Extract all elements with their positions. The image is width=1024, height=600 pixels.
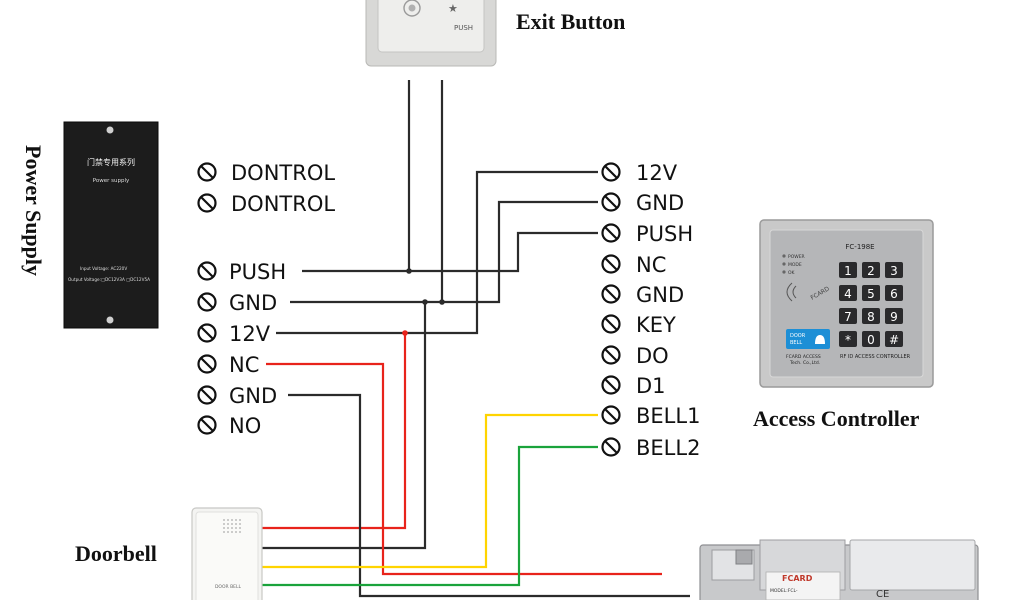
svg-text:DO: DO <box>636 344 669 368</box>
wire-bell1 <box>262 413 598 569</box>
svg-text:GND: GND <box>636 191 684 215</box>
terminal-ps-nc: NC <box>197 353 259 377</box>
ce-mark-icon: CE <box>876 589 889 600</box>
svg-text:NC: NC <box>636 253 666 277</box>
junction-dot <box>406 268 412 274</box>
led-ok-label: OK <box>788 270 796 276</box>
doorbell-heading: Doorbell <box>75 541 157 566</box>
svg-text:DONTROL: DONTROL <box>231 192 335 216</box>
junction-dot <box>422 299 428 305</box>
power-supply-output: Output Voltage:□DC12V3A □DC12V5A <box>68 277 150 282</box>
terminal-ac-key: KEY <box>601 313 676 337</box>
svg-text:GND: GND <box>229 291 277 315</box>
svg-text:★: ★ <box>448 2 458 15</box>
terminal-dontrol-2: DONTROL <box>197 192 335 216</box>
wire-gnd-branch <box>262 302 427 550</box>
terminal-dontrol-1: DONTROL <box>197 161 335 185</box>
svg-text:NC: NC <box>229 353 259 377</box>
svg-text:BELL1: BELL1 <box>636 404 700 428</box>
terminal-ps-gnd: GND <box>197 291 277 315</box>
doorbell-screen-label: BELL <box>790 340 802 346</box>
svg-text:5: 5 <box>867 287 875 301</box>
svg-text:KEY: KEY <box>636 313 676 337</box>
svg-text:BELL2: BELL2 <box>636 436 700 460</box>
svg-text:8: 8 <box>867 310 875 324</box>
wires <box>262 80 690 598</box>
keypad-model: FC-198E <box>845 243 874 251</box>
power-supply-chinese-label: 门禁专用系列 <box>87 157 135 167</box>
wire-bell2 <box>262 445 598 587</box>
lock-model: MODEL:FCL- <box>770 588 798 594</box>
terminal-ps-no: NO <box>197 414 261 438</box>
power-supply-heading: Power Supply <box>21 145 46 276</box>
terminal-ps-push: PUSH <box>197 260 286 284</box>
led-power-label: POWER <box>788 254 805 260</box>
terminal-ac-do: DO <box>601 344 669 368</box>
terminal-ac-bell1: BELL1 <box>601 404 700 428</box>
wire-12v <box>276 170 598 335</box>
access-controller-device: FC-198E POWER MODE OK FCARD 1 2 3 4 5 6 … <box>759 219 934 388</box>
keypad-keys: 1 2 3 4 5 6 7 8 9 * 0 # <box>839 262 903 347</box>
svg-text:PUSH: PUSH <box>636 222 693 246</box>
wire-gnd <box>290 200 598 304</box>
power-supply-subtitle: Power supply <box>93 178 130 184</box>
svg-text:D1: D1 <box>636 374 666 398</box>
exit-button-device: ★ PUSH <box>365 0 497 67</box>
terminal-ac-gnd: GND <box>601 191 684 215</box>
doorbell-device-label: DOOR BELL <box>215 584 242 590</box>
svg-text:12V: 12V <box>636 161 678 185</box>
wire-12v-doorbell <box>262 333 407 530</box>
junction-dot <box>402 330 408 336</box>
access-controller-heading: Access Controller <box>753 406 920 431</box>
svg-text:6: 6 <box>890 287 898 301</box>
svg-text:#: # <box>889 333 899 347</box>
terminal-ac-gnd-2: GND <box>601 283 684 307</box>
svg-text:2: 2 <box>867 264 875 278</box>
keypad-brand: FCARD ACCESS <box>786 354 821 360</box>
svg-text:1: 1 <box>844 264 852 278</box>
svg-text:*: * <box>845 333 851 347</box>
terminal-ac-d1: D1 <box>601 374 666 398</box>
svg-text:NO: NO <box>229 414 261 438</box>
svg-text:GND: GND <box>229 384 277 408</box>
electric-lock-device: FCARD MODEL:FCL- CE <box>699 539 979 600</box>
exit-button-heading: Exit Button <box>516 9 625 34</box>
terminal-ac-nc: NC <box>601 253 666 277</box>
svg-text:12V: 12V <box>229 322 271 346</box>
controller-terminals: 12V GND PUSH NC GND KEY DO D1 <box>601 161 700 460</box>
svg-text:PUSH: PUSH <box>229 260 286 284</box>
rfid-wave-icon <box>786 282 797 302</box>
terminal-ac-push: PUSH <box>601 222 693 246</box>
terminal-ac-12v: 12V <box>601 161 678 185</box>
wire-nc-lock <box>266 362 662 576</box>
svg-text:4: 4 <box>844 287 852 301</box>
power-supply-input: Input Voltage: AC220V <box>80 266 127 271</box>
keypad-brand-sub: Tech. Co.,Ltd. <box>789 360 820 366</box>
wire-gnd-lock <box>288 393 690 598</box>
svg-text:3: 3 <box>890 264 898 278</box>
terminal-ps-gnd-2: GND <box>197 384 277 408</box>
svg-text:9: 9 <box>890 310 898 324</box>
lock-brand: FCARD <box>782 574 813 583</box>
doorbell-screen-label: DOOR <box>790 333 806 339</box>
svg-text:0: 0 <box>867 333 875 347</box>
terminal-ac-bell2: BELL2 <box>601 436 700 460</box>
power-terminals: DONTROL DONTROL PUSH GND 12V NC GND NO <box>197 161 335 438</box>
svg-text:GND: GND <box>636 283 684 307</box>
bell-icon <box>815 335 825 344</box>
svg-text:7: 7 <box>844 310 852 324</box>
speaker-grille-icon <box>223 519 241 533</box>
led-mode-label: MODE <box>788 262 802 268</box>
terminal-ps-12v: 12V <box>197 322 271 346</box>
keypad-footer: RF ID ACCESS CONTROLLER <box>840 354 911 360</box>
doorbell-device: DOOR BELL <box>191 507 263 600</box>
power-supply-device: 门禁专用系列 Power supply Input Voltage: AC220… <box>63 121 159 329</box>
wire-push <box>302 231 598 273</box>
exit-button-push-label: PUSH <box>454 24 473 32</box>
junction-dot <box>439 299 445 305</box>
svg-text:DONTROL: DONTROL <box>231 161 335 185</box>
